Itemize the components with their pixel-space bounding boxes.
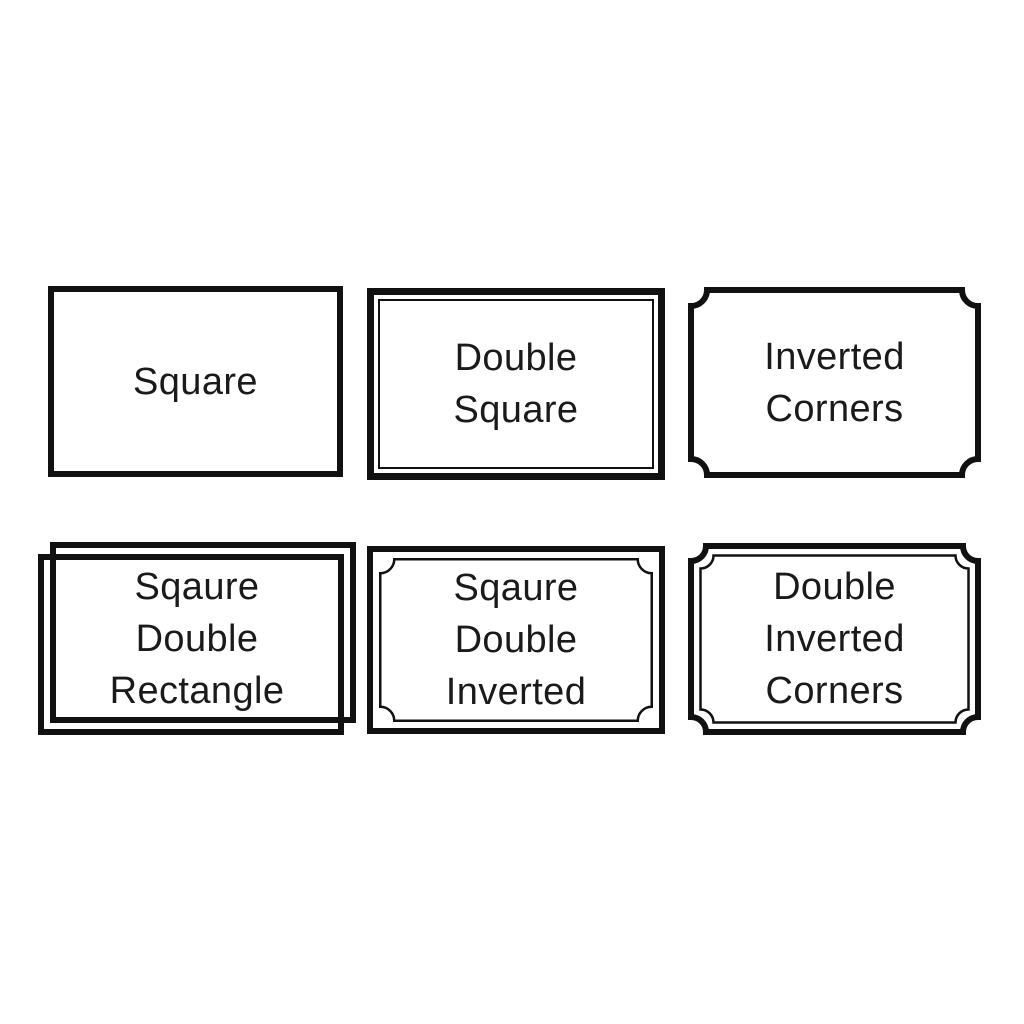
frame-card-square-double-inverted: Sqaure Double Inverted — [367, 546, 665, 734]
double-inverted-corners-frame-icon — [688, 543, 981, 735]
frame-label-double-square: Double Square — [453, 337, 579, 431]
frame-label-square-double-inverted: Sqaure Double Inverted — [445, 567, 587, 713]
frame-label-double-inverted-corners: Double Inverted Corners — [764, 566, 905, 712]
frame-card-double-square: Double Square — [367, 288, 665, 480]
frame-card-square: Square — [48, 286, 343, 477]
inverted-corners-frame-icon — [688, 287, 981, 478]
frame-label-square: Square — [133, 360, 258, 403]
offset-rectangle-front — [50, 542, 356, 723]
frame-label-square-double-rectangle: Sqaure Double Rectangle — [109, 565, 285, 712]
double-square-inner-border — [378, 299, 654, 469]
offset-rectangle-back — [38, 554, 344, 735]
frame-label-inverted-corners: Inverted Corners — [764, 335, 905, 430]
inner-inverted-frame-icon — [379, 558, 653, 722]
frame-card-double-inverted-corners: Double Inverted Corners — [688, 543, 981, 735]
frame-card-square-double-rectangle: Sqaure Double Rectangle — [38, 542, 356, 735]
frame-card-inverted-corners: Inverted Corners — [688, 287, 981, 478]
